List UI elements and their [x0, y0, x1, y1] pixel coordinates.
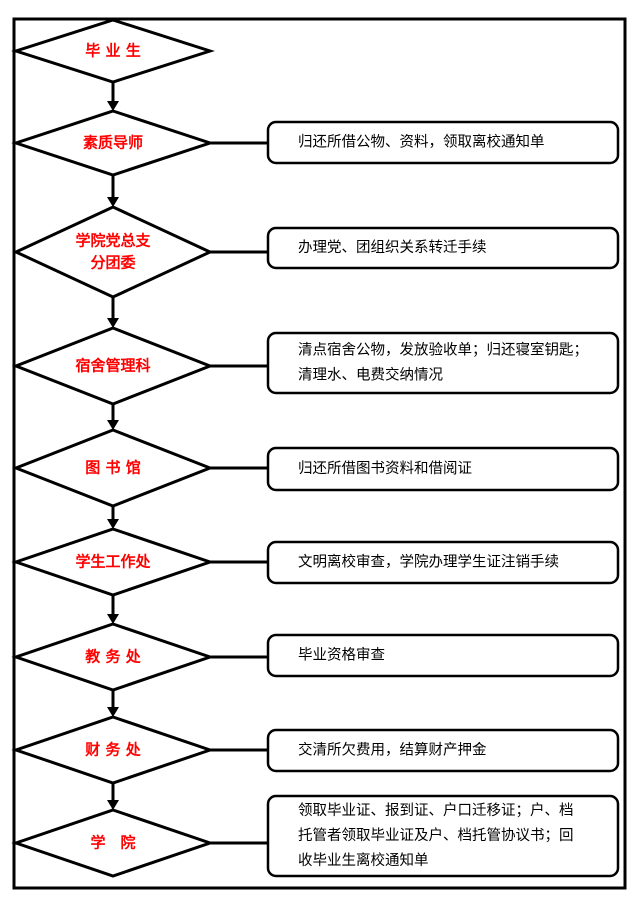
step-label: 图 书 馆 [85, 459, 140, 477]
step-label: 分团委 [90, 254, 135, 272]
step-label: 宿舍管理科 [75, 357, 150, 375]
arrowhead-icon [107, 614, 119, 624]
step-diamond [11, 808, 215, 878]
arrowhead-icon [107, 519, 119, 529]
step-diamond [11, 326, 215, 406]
step-description: 办理党、团组织关系转迁手续 [298, 239, 487, 256]
step-label: 学生工作处 [75, 553, 151, 571]
step-description: 归还所借公物、资料，领取离校通知单 [298, 134, 545, 151]
step-label: 教 务 处 [84, 648, 141, 666]
step-diamond [11, 428, 215, 508]
step-description: 清理水、电费交纳情况 [298, 366, 443, 384]
arrowhead-icon [107, 707, 119, 717]
arrowhead-icon [107, 420, 119, 430]
step-description: 托管者领取毕业证及户、档托管协议书；回 [298, 827, 574, 844]
step-diamond [11, 622, 215, 692]
step-description-box [266, 794, 620, 878]
step-label: 学 院 [90, 834, 135, 852]
arrowhead-icon [107, 318, 119, 328]
step-diamond [11, 715, 215, 785]
step-description-box [266, 633, 620, 678]
step-description: 清点宿舍公物，发放验收单；归还寝室钥匙； [298, 341, 588, 359]
step-description-box [266, 120, 620, 165]
step-diamond [12, 205, 214, 299]
step-label: 毕 业 生 [85, 42, 140, 60]
step-description: 归还所借图书资料和借阅证 [298, 460, 472, 477]
step-description: 交清所欠费用，结算财产押金 [298, 741, 487, 759]
step-description: 领取毕业证、报到证、户口迁移证；户、档 [298, 802, 574, 819]
step-label: 素质导师 [83, 134, 143, 152]
arrowhead-icon [107, 101, 119, 111]
step-description-box [266, 226, 620, 270]
step-diamond [11, 18, 215, 84]
step-description-box [266, 446, 620, 492]
step-description-box [266, 540, 620, 585]
step-label: 财 务 处 [85, 741, 141, 759]
step-description: 收毕业生离校通知单 [298, 852, 429, 869]
step-diamond [11, 109, 215, 177]
step-description-box [266, 331, 620, 395]
step-diamond [11, 527, 215, 597]
step-description: 毕业资格审查 [298, 647, 385, 664]
step-description-box [266, 728, 620, 773]
arrowhead-icon [107, 197, 119, 207]
step-description: 文明离校审查，学院办理学生证注销手续 [298, 554, 559, 571]
arrowhead-icon [107, 800, 119, 810]
outer-frame [12, 17, 627, 890]
step-label: 学院党总支 [75, 232, 151, 250]
